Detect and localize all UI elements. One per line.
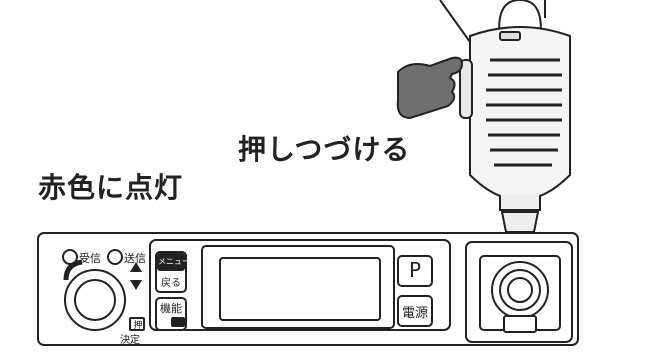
pointing-hand-icon bbox=[396, 56, 464, 120]
dial-knob bbox=[74, 279, 116, 321]
confirm-push-label: 押 bbox=[133, 321, 143, 331]
confirm-label: 決定 bbox=[120, 335, 140, 346]
function-button-label[interactable]: 機能 bbox=[160, 302, 182, 315]
power-button[interactable]: 電源 bbox=[401, 306, 428, 321]
microphone-hanger bbox=[439, 0, 546, 43]
radio-unit bbox=[37, 232, 579, 346]
transmit-label: 送信 bbox=[124, 252, 146, 265]
hand-microphone bbox=[459, 26, 571, 306]
lights-red-label: 赤色に点灯 bbox=[38, 171, 184, 204]
p-button[interactable]: P bbox=[408, 258, 422, 282]
menu-button-label[interactable]: メニュー bbox=[158, 257, 190, 266]
keep-pressing-label: 押しつづける bbox=[238, 133, 411, 166]
back-button-label[interactable]: 戻る bbox=[161, 278, 181, 289]
transmit-indicator bbox=[107, 249, 123, 265]
receive-label: 受信 bbox=[79, 252, 101, 265]
